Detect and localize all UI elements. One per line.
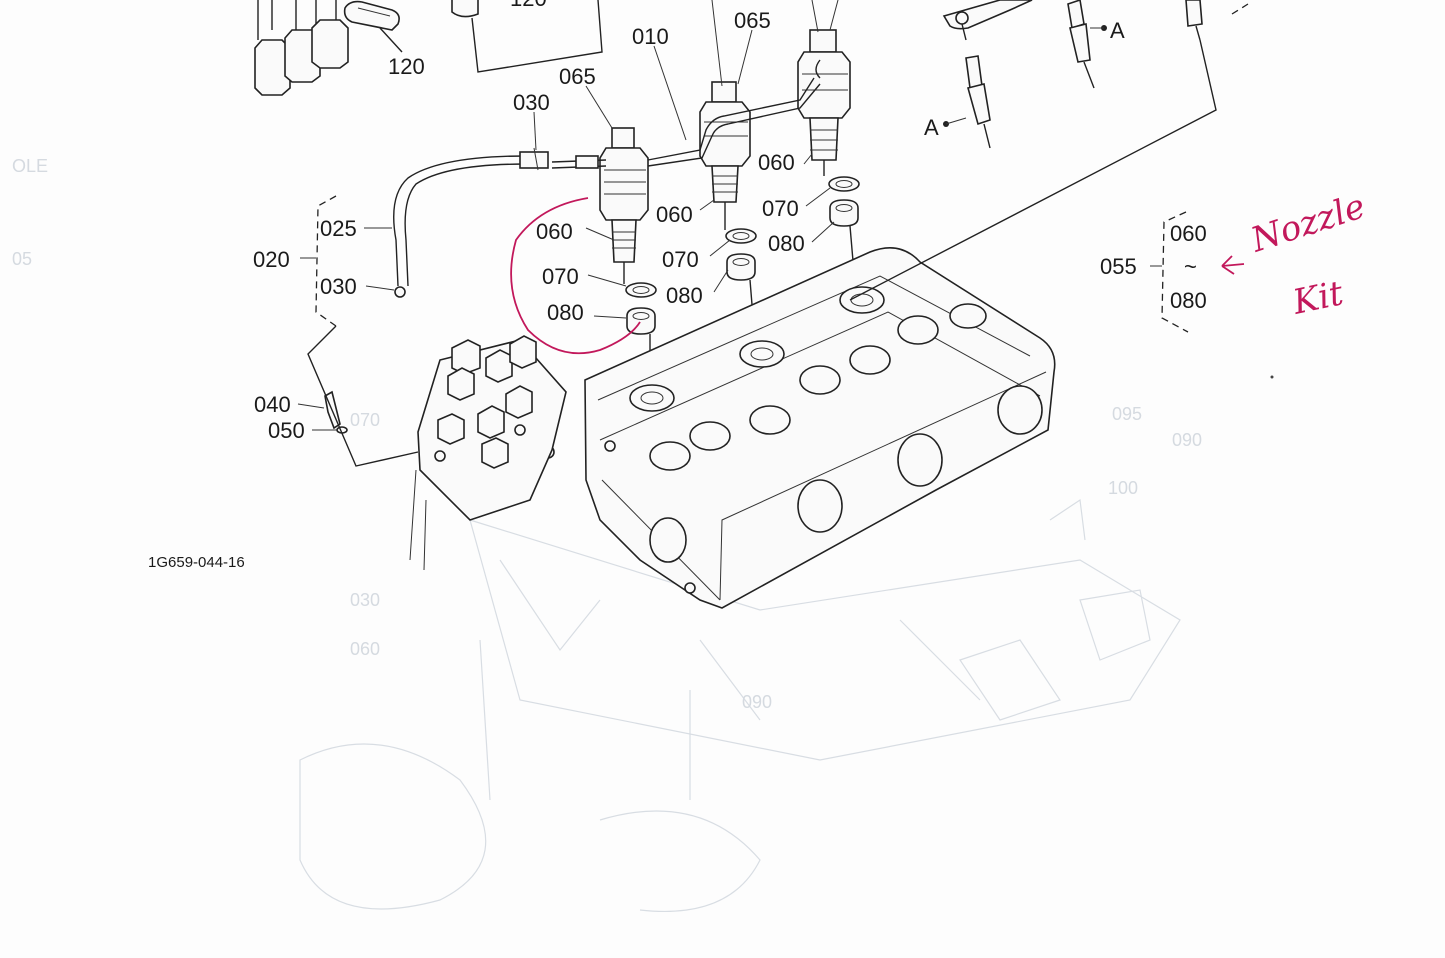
part-label-065: 065 [559, 64, 596, 89]
part-label-060: 060 [758, 150, 795, 175]
speck [1270, 375, 1274, 379]
part-label-a: A [924, 115, 939, 140]
pipe-clamp-120: 120 [343, 0, 425, 79]
drawing-code: 1G659-044-16 [148, 554, 245, 571]
part-label-070: 070 [762, 196, 799, 221]
part-label-080: 080 [768, 231, 805, 256]
part-labels: 010 065 065 030 025 020 030 060 070 080 … [253, 8, 805, 443]
injection-pipes-top-left [254, 0, 349, 96]
glow-plugs: A A [849, 0, 1249, 301]
part-label-030: 030 [320, 274, 357, 299]
ghost-label: 100 [1108, 478, 1138, 498]
part-label-060: 060 [656, 202, 693, 227]
kit-group-label: 055 [1100, 254, 1137, 279]
red-arrow-icon [1221, 255, 1245, 275]
kit-group-055: 055 060 ~ 080 [1100, 221, 1207, 313]
kit-range-tilde: ~ [1184, 254, 1197, 279]
part-label-060: 060 [536, 219, 573, 244]
ghost-label: 05 [12, 249, 32, 269]
part-label-025: 025 [320, 216, 357, 241]
part-label-070: 070 [542, 264, 579, 289]
top-bracket: 120 [451, 0, 603, 73]
part-label-010: 010 [632, 24, 669, 49]
part-label-070: 070 [662, 247, 699, 272]
ghost-label: OLE [12, 156, 48, 176]
cylinder-head [541, 246, 1056, 609]
kit-range-to: 080 [1170, 288, 1207, 313]
part-label-050: 050 [268, 418, 305, 443]
part-label-120-top: 120 [510, 0, 547, 11]
ghost-label: 090 [742, 692, 772, 712]
overflow-pipe-010 [551, 59, 821, 169]
red-circle-mark [510, 197, 641, 355]
annotation-line-2: Kit [1289, 273, 1347, 323]
washer-set-3 [828, 176, 860, 297]
part-label-080: 080 [666, 283, 703, 308]
nozzle-holder-3 [797, 29, 851, 176]
leader-lines [297, 0, 839, 431]
part-label-065: 065 [734, 8, 771, 33]
injection-pump [409, 335, 567, 571]
ghost-label: 090 [1172, 430, 1202, 450]
part-label-040: 040 [254, 392, 291, 417]
group-bracket-020 [300, 195, 419, 467]
part-label-030: 030 [513, 90, 550, 115]
part-label-120: 120 [388, 54, 425, 79]
ghost-label: 060 [350, 639, 380, 659]
ghost-label: 070 [350, 410, 380, 430]
part-label-a: A [1110, 18, 1125, 43]
bleeder-screw-040 [324, 390, 348, 434]
nozzle-holder-2 [699, 81, 751, 230]
washer-set-1 [625, 282, 657, 392]
ghost-label: 095 [1112, 404, 1142, 424]
nozzle-holder-1 [599, 127, 649, 284]
kit-range-from: 060 [1170, 221, 1207, 246]
ghost-label: 030 [350, 590, 380, 610]
annotation-line-1: Nozzle [1245, 186, 1370, 261]
bleed-through-ghost: OLE 05 070 095 090 100 030 060 090 [12, 156, 1202, 913]
part-label-080: 080 [547, 300, 584, 325]
leak-off-pipe-020 [393, 147, 549, 298]
part-label-020: 020 [253, 247, 290, 272]
group-bracket-055 [1150, 211, 1189, 333]
